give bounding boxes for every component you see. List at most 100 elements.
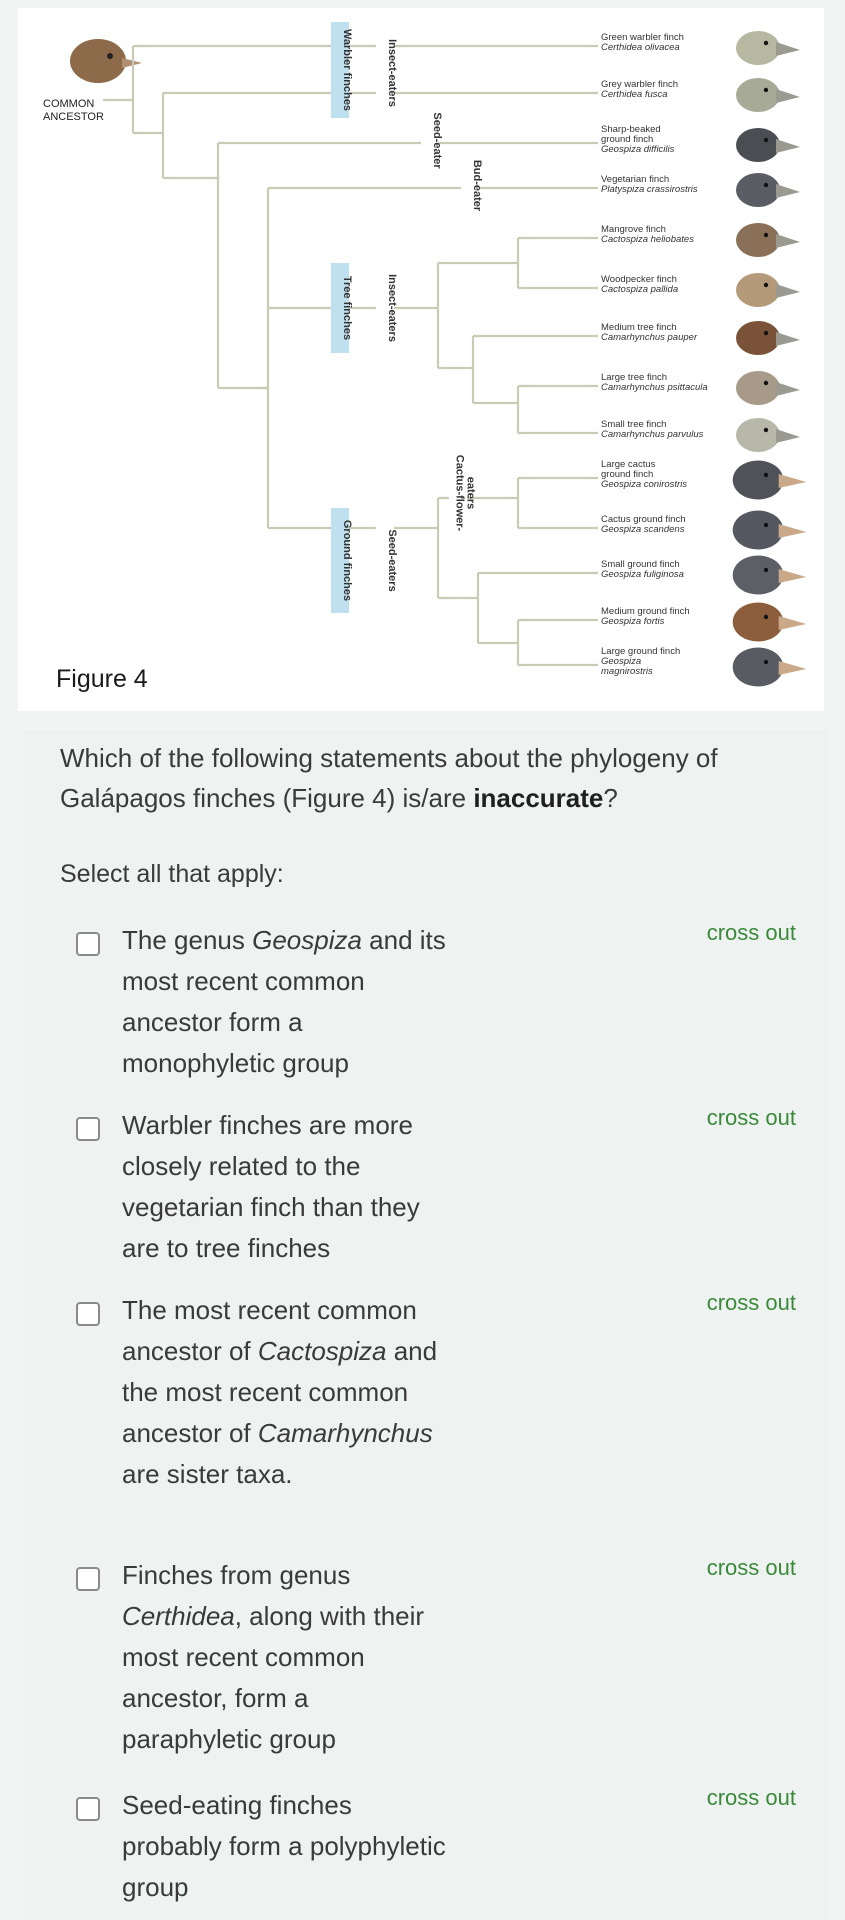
- svg-text:Warbler finches: Warbler finches: [341, 29, 353, 111]
- select-all-label: Select all that apply:: [60, 860, 284, 888]
- svg-text:Ground finches: Ground finches: [341, 520, 353, 601]
- species-scientific-name: magnirostris: [601, 666, 653, 677]
- option-text: Seed-eating finches probably form a poly…: [122, 1790, 446, 1902]
- species-common-name: Large tree finch: [601, 372, 667, 383]
- species-common-name: Sharp-beaked: [601, 124, 661, 135]
- species-scientific-name: Camarhynchus pauper: [601, 332, 698, 343]
- species-scientific-name: Camarhynchus parvulus: [601, 429, 704, 440]
- question-text: Which of the following statements about …: [60, 738, 800, 818]
- italic-term: Certhidea: [122, 1601, 235, 1631]
- answer-option[interactable]: Finches from genus Certhidea, along with…: [76, 1555, 796, 1770]
- cross-out-button[interactable]: cross out: [706, 1290, 796, 1315]
- diet-label-insect1: Insect-eaters: [376, 28, 398, 118]
- species-common-name: Medium ground finch: [601, 606, 690, 617]
- species-scientific-name: Geospiza conirostris: [601, 479, 687, 490]
- species-common-name: Woodpecker finch: [601, 274, 677, 285]
- svg-text:Tree finches: Tree finches: [341, 276, 353, 340]
- italic-term: Cactospiza: [257, 1336, 387, 1366]
- species-common-name: ground finch: [601, 134, 653, 145]
- species-scientific-name: Camarhynchus psittacula: [601, 382, 708, 393]
- finch-bird-icon: [732, 602, 807, 642]
- species-scientific-name: Cactospiza heliobates: [601, 234, 694, 245]
- svg-text:eaters: eaters: [465, 477, 477, 509]
- finch-bird-icon: [736, 173, 800, 207]
- svg-text:Cactus-flower-: Cactus-flower-: [454, 455, 466, 532]
- species-scientific-name: Certhidea fusca: [601, 89, 668, 100]
- finch-bird-icon: [736, 78, 800, 112]
- species-scientific-name: Geospiza difficilis: [601, 144, 675, 155]
- checkbox[interactable]: [76, 932, 100, 956]
- cross-out-button[interactable]: cross out: [706, 1105, 796, 1130]
- finch-bird-icon: [732, 460, 807, 500]
- species-scientific-name: Geospiza fortis: [601, 616, 665, 627]
- answer-option[interactable]: Warbler finches are more closely related…: [76, 1105, 796, 1275]
- species-common-name: Green warbler finch: [601, 32, 684, 43]
- cross-out-button[interactable]: cross out: [706, 1555, 796, 1580]
- cross-out-button[interactable]: cross out: [706, 1785, 796, 1810]
- finch-bird-icon: [732, 647, 807, 687]
- question-text-main: Which of the following statements about …: [60, 743, 718, 813]
- root-label-line2: ANCESTOR: [43, 111, 104, 123]
- species-common-name: Large ground finch: [601, 646, 680, 657]
- checkbox[interactable]: [76, 1302, 100, 1326]
- species-common-name: Large cactus: [601, 459, 656, 470]
- species-scientific-name: Cactospiza pallida: [601, 284, 678, 295]
- svg-text:Seed-eater: Seed-eater: [431, 112, 443, 169]
- finch-bird-icon: [736, 223, 800, 257]
- answer-option[interactable]: The most recent common ancestor of Cacto…: [76, 1290, 796, 1540]
- figure-label: Figure 4: [56, 665, 148, 693]
- clade-label-tree: Tree finches: [331, 263, 353, 353]
- checkbox[interactable]: [76, 1797, 100, 1821]
- cross-out-button[interactable]: cross out: [706, 920, 796, 945]
- checkbox[interactable]: [76, 1117, 100, 1141]
- species-common-name: Small ground finch: [601, 559, 680, 570]
- answer-option[interactable]: Seed-eating finches probably form a poly…: [76, 1785, 796, 1915]
- checkbox[interactable]: [76, 1567, 100, 1591]
- root-label-line1: COMMON: [43, 98, 94, 110]
- finch-bird-icon: [736, 128, 800, 162]
- option-text: Finches from genus Certhidea, along with…: [122, 1560, 425, 1754]
- question-text-end: ?: [603, 783, 618, 813]
- finch-bird-icon: [736, 31, 800, 65]
- species-scientific-name: Platyspiza crassirostris: [601, 184, 698, 195]
- species-common-name: Grey warbler finch: [601, 79, 678, 90]
- clade-label-ground: Ground finches: [331, 508, 353, 613]
- svg-text:Insect-eaters: Insect-eaters: [386, 274, 398, 342]
- option-text: Warbler finches are more closely related…: [122, 1110, 420, 1263]
- species-common-name: Vegetarian finch: [601, 174, 669, 185]
- ancestor-bird-icon: [70, 39, 142, 83]
- species-scientific-name: Geospiza fuliginosa: [601, 569, 684, 580]
- clade-label-warbler: Warbler finches: [331, 22, 353, 118]
- svg-text:Seed-eaters: Seed-eaters: [386, 529, 398, 591]
- italic-term: Geospiza: [252, 925, 362, 955]
- species-common-name: ground finch: [601, 469, 653, 480]
- diet-label-bud: Bud-eater: [461, 158, 483, 213]
- svg-text:Bud-eater: Bud-eater: [471, 160, 483, 212]
- answer-option[interactable]: The genus Geospiza and its most recent c…: [76, 920, 796, 1090]
- svg-text:Insect-eaters: Insect-eaters: [386, 39, 398, 107]
- diet-label-cactus: Cactus-flower-eaters: [449, 448, 477, 538]
- species-common-name: Small tree finch: [601, 419, 666, 430]
- species-scientific-name: Geospiza scandens: [601, 524, 685, 535]
- diet-label-insect2: Insect-eaters: [376, 263, 398, 353]
- species-common-name: Cactus ground finch: [601, 514, 686, 525]
- species-common-name: Medium tree finch: [601, 322, 677, 333]
